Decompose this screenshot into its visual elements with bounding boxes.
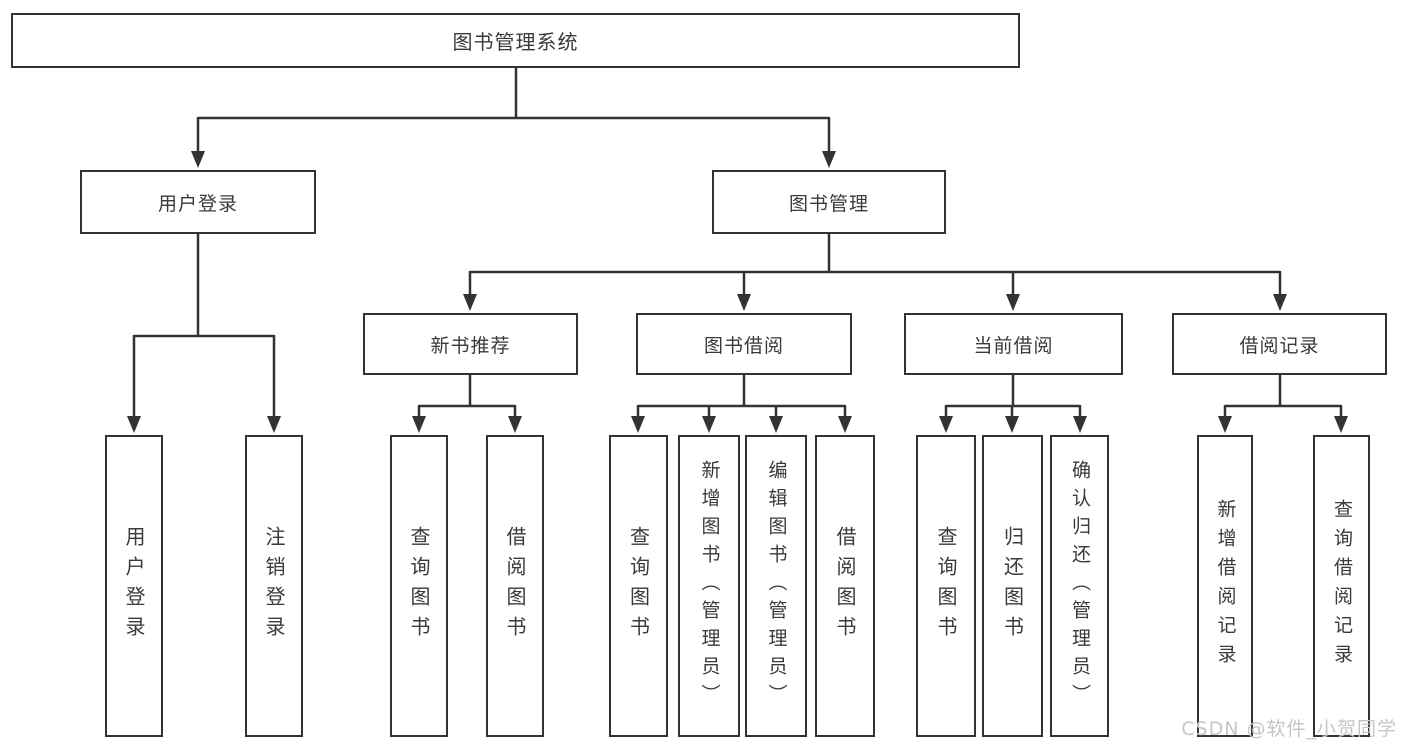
leaf-logout-login-label: 注销登录 [262, 526, 286, 646]
csdn-watermark: CSDN @软件_小贺同学 [1181, 718, 1397, 740]
leaf-query-borrow-record-label: 查询借阅记录 [1331, 499, 1353, 673]
leaf-query-books-current: 查询图书 [916, 435, 976, 737]
leaf-edit-books-admin: 编辑图书（管理员） [745, 435, 807, 737]
connector-new-book-recommend [412, 375, 522, 433]
leaf-query-books-borrow-label: 查询图书 [626, 526, 651, 646]
leaf-edit-books-admin-label: 编辑图书（管理员） [765, 460, 788, 712]
leaf-add-books-admin-label: 新增图书（管理员） [698, 460, 721, 712]
leaf-return-books-label: 归还图书 [1000, 526, 1025, 646]
node-book-management: 图书管理 [712, 170, 946, 234]
leaf-borrow-books: 借阅图书 [815, 435, 875, 737]
node-user-login: 用户登录 [80, 170, 316, 234]
leaf-query-books-recommend: 查询图书 [390, 435, 448, 737]
leaf-user-login: 用户登录 [105, 435, 163, 737]
connector-root [191, 68, 836, 168]
connector-borrow-records [1218, 375, 1348, 433]
leaf-return-books: 归还图书 [982, 435, 1043, 737]
connector-user-login [127, 234, 281, 433]
node-borrow-records: 借阅记录 [1172, 313, 1387, 375]
connector-book-management [463, 234, 1287, 311]
leaf-query-books-current-label: 查询图书 [934, 526, 958, 646]
leaf-confirm-return-admin: 确认归还（管理员） [1050, 435, 1109, 737]
connector-current-borrow [939, 375, 1087, 433]
node-current-borrow: 当前借阅 [904, 313, 1123, 375]
node-book-borrow: 图书借阅 [636, 313, 852, 375]
leaf-user-login-label: 用户登录 [122, 526, 146, 646]
leaf-borrow-books-recommend: 借阅图书 [486, 435, 544, 737]
node-new-book-recommend: 新书推荐 [363, 313, 578, 375]
leaf-borrow-books-label: 借阅图书 [833, 526, 857, 646]
leaf-query-borrow-record: 查询借阅记录 [1313, 435, 1370, 737]
leaf-add-books-admin: 新增图书（管理员） [678, 435, 740, 737]
node-root: 图书管理系统 [11, 13, 1020, 68]
leaf-confirm-return-admin-label: 确认归还（管理员） [1069, 460, 1091, 712]
leaf-add-borrow-record: 新增借阅记录 [1197, 435, 1253, 737]
leaf-query-books-recommend-label: 查询图书 [407, 526, 431, 646]
connector-book-borrow [631, 375, 852, 433]
leaf-logout-login: 注销登录 [245, 435, 303, 737]
leaf-query-books-borrow: 查询图书 [609, 435, 668, 737]
leaf-borrow-books-recommend-label: 借阅图书 [503, 526, 527, 646]
leaf-add-borrow-record-label: 新增借阅记录 [1214, 499, 1237, 673]
